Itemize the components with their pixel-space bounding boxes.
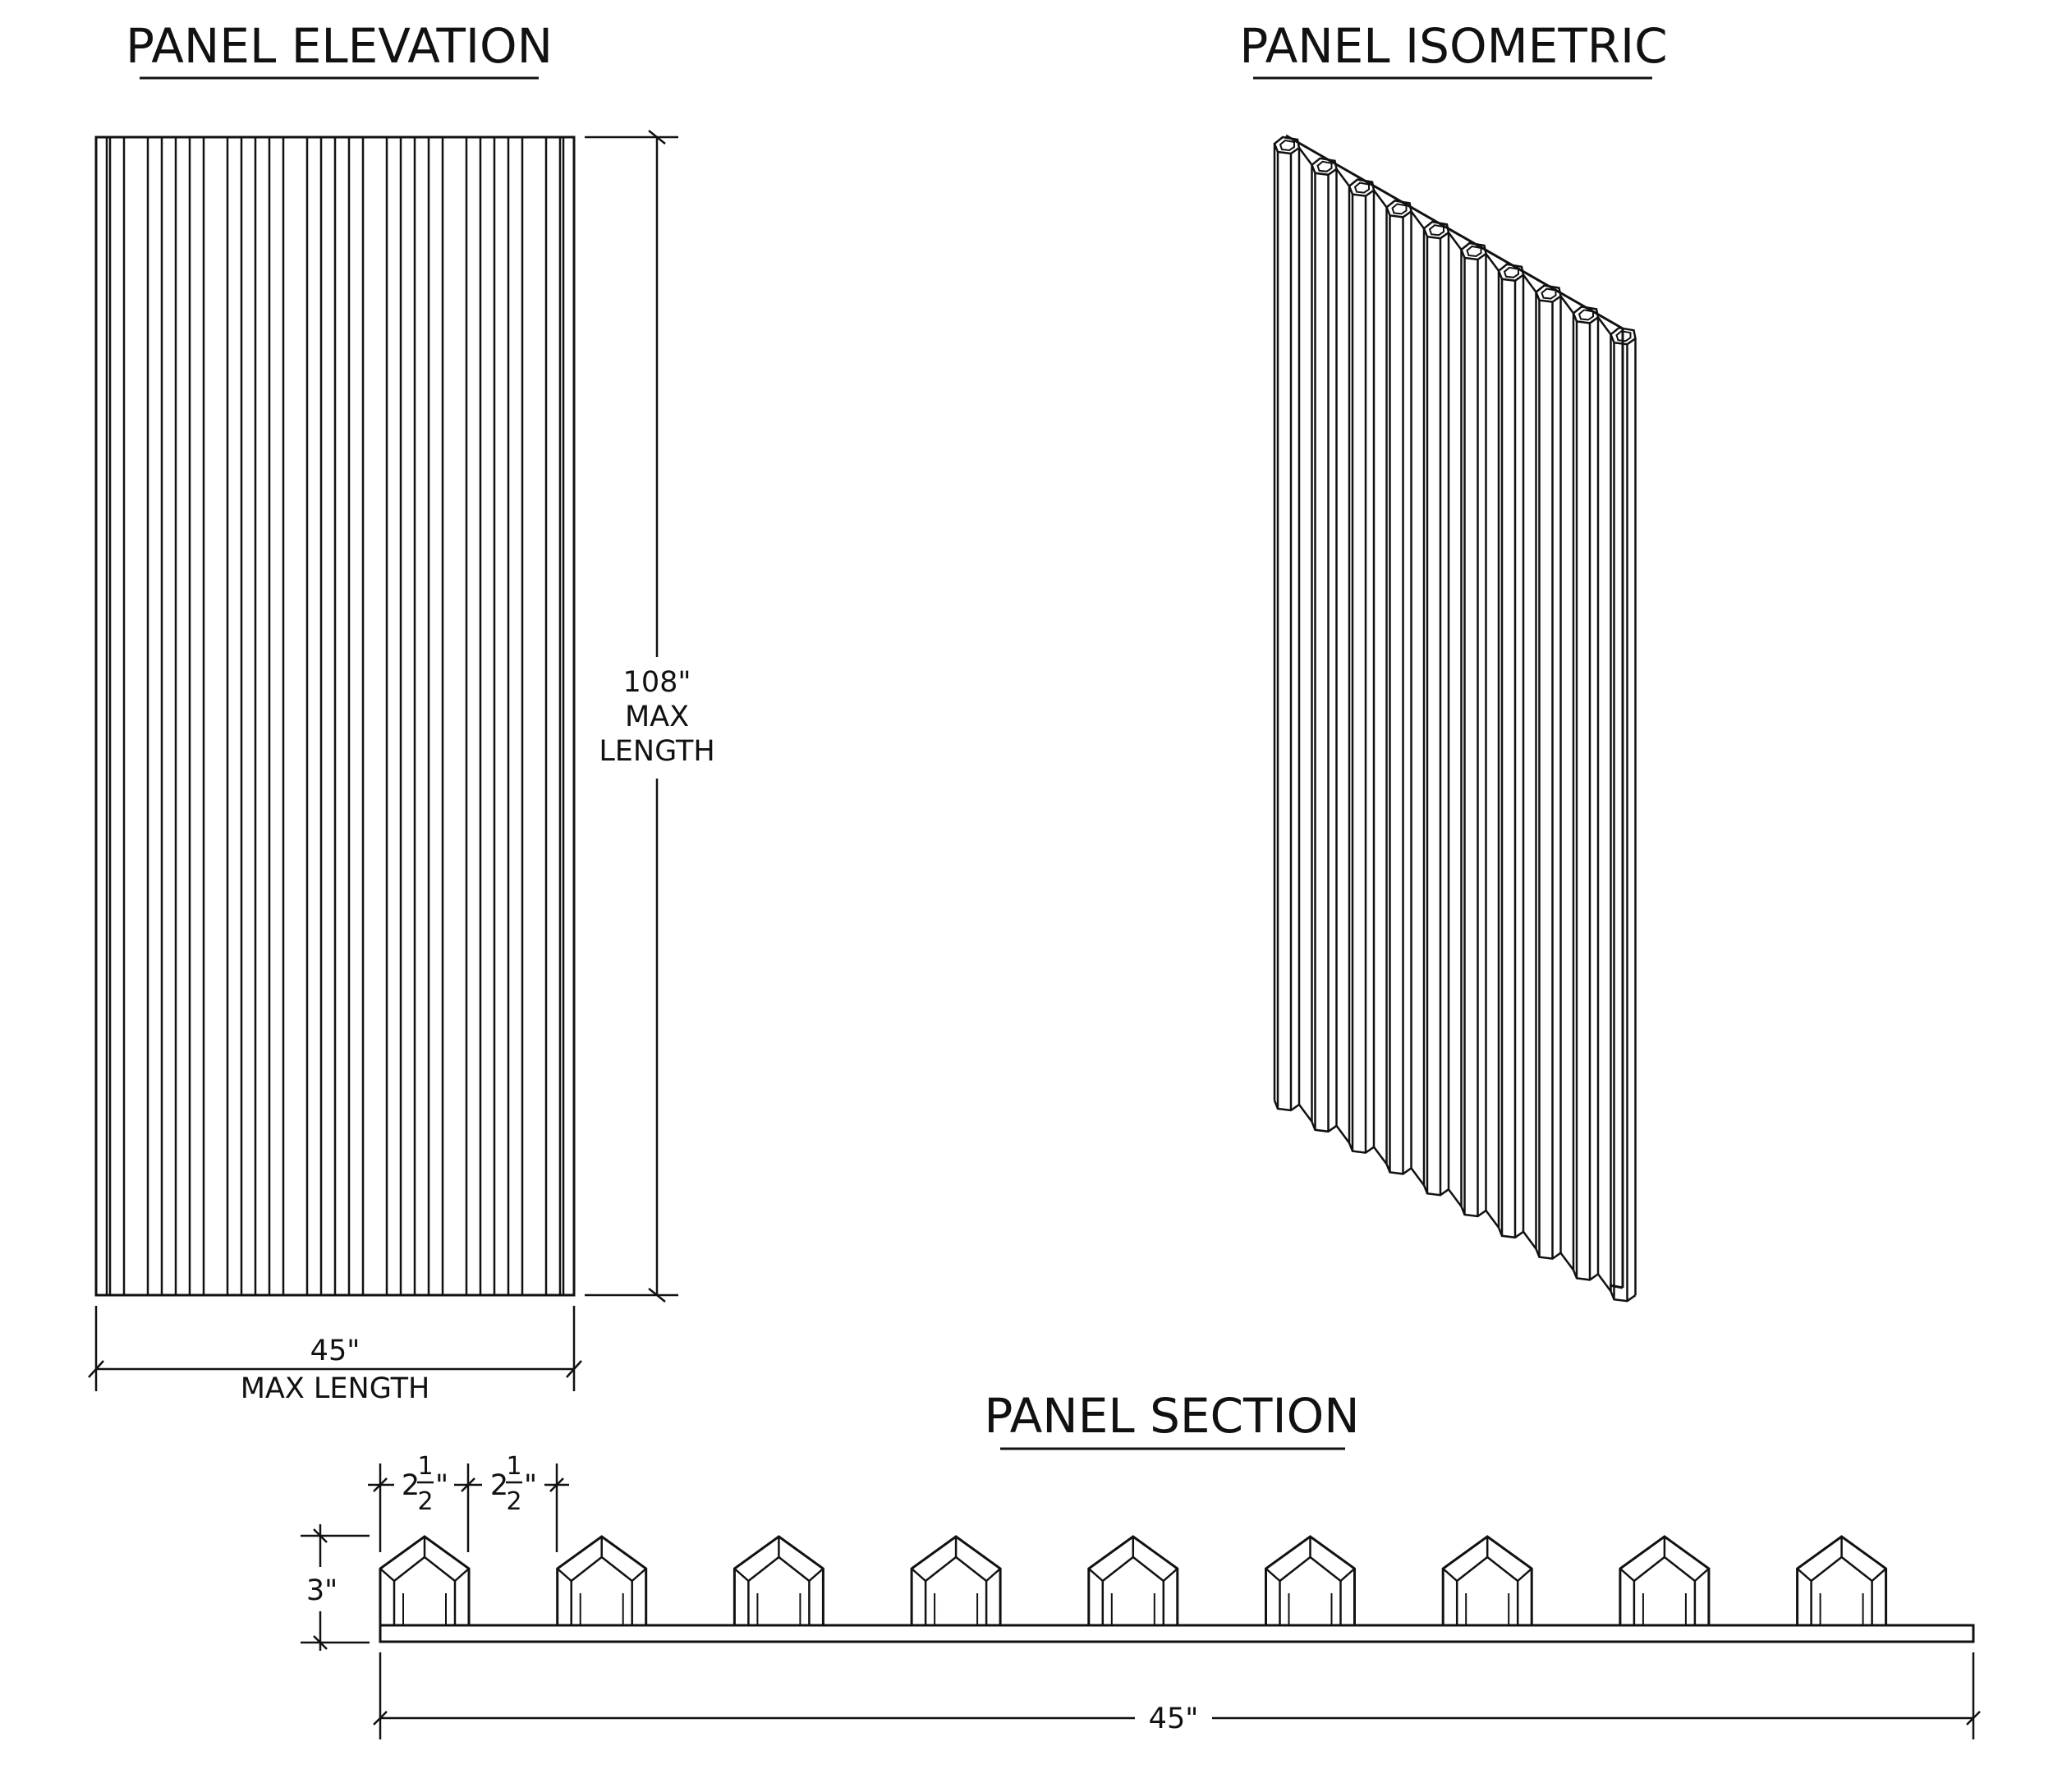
spacing-1-whole: 2 <box>402 1469 420 1502</box>
isometric-rib <box>1609 326 1637 1303</box>
section-rib-profile <box>1796 1535 1888 1625</box>
section-rib-profile <box>556 1535 648 1625</box>
elevation-height-label-max: MAX <box>625 701 689 733</box>
isometric-rib <box>1534 284 1575 1271</box>
section-ribs <box>379 1535 1888 1625</box>
section-base-plate <box>379 1624 1975 1643</box>
section-height-dimension: 3" <box>301 1524 370 1651</box>
elevation-width-caption: MAX LENGTH <box>241 1372 430 1405</box>
isometric-rib <box>1422 220 1463 1207</box>
isometric-rib <box>1459 241 1500 1229</box>
isometric-rib <box>1348 178 1388 1165</box>
section-height-value: 3" <box>306 1574 338 1607</box>
spacing-2-whole: 2 <box>490 1469 508 1502</box>
section-rib-profile <box>910 1535 1002 1625</box>
spacing-1-numerator: 1 <box>417 1452 433 1481</box>
elevation-height-dimension: 108" MAX LENGTH <box>585 130 715 1303</box>
elevation-rib-lines <box>105 137 565 1295</box>
panel-section-view: PANEL SECTION 2 1 2 " 2 1 2 " <box>301 1388 1981 1739</box>
section-rib-profile <box>733 1535 824 1625</box>
isometric-rib <box>1497 263 1537 1250</box>
spacing-1-unit: " <box>435 1469 448 1502</box>
isometric-rib <box>1385 200 1426 1186</box>
section-rib-profile <box>1265 1535 1356 1625</box>
isometric-rib <box>1310 157 1351 1144</box>
elevation-height-value: 108" <box>623 666 691 699</box>
section-width-value: 45" <box>1149 1702 1199 1735</box>
isometric-bottom-edge <box>1609 1284 1624 1289</box>
isometric-rib <box>1273 136 1313 1123</box>
spacing-2-denominator: 2 <box>506 1487 521 1516</box>
isometric-top-edge <box>1285 134 1624 330</box>
elevation-title: PANEL ELEVATION <box>126 18 553 74</box>
section-rib-profile <box>1087 1535 1179 1625</box>
section-title: PANEL SECTION <box>984 1388 1359 1444</box>
section-rib-profile <box>379 1535 471 1625</box>
spacing-2-unit: " <box>524 1469 537 1502</box>
elevation-width-dimension: 45" MAX LENGTH <box>88 1306 582 1405</box>
section-width-dimension: 45" <box>373 1652 1981 1739</box>
spacing-1-denominator: 2 <box>417 1487 433 1516</box>
section-rib-profile <box>1441 1535 1533 1625</box>
isometric-rib <box>1572 306 1612 1292</box>
section-spacing-dimension: 2 1 2 " 2 1 2 " <box>368 1452 569 1552</box>
isometric-panel-drawing <box>1273 134 1637 1303</box>
panel-isometric-view: PANEL ISOMETRIC <box>1239 18 1668 1303</box>
elevation-height-label-length: LENGTH <box>599 735 714 768</box>
isometric-title: PANEL ISOMETRIC <box>1239 18 1667 74</box>
panel-elevation-view: PANEL ELEVATION 108" MAX LENGTH 45" MAX … <box>88 18 715 1405</box>
section-rib-profile <box>1619 1535 1711 1625</box>
elevation-width-value: 45" <box>310 1335 361 1367</box>
spacing-2-numerator: 1 <box>506 1452 521 1481</box>
